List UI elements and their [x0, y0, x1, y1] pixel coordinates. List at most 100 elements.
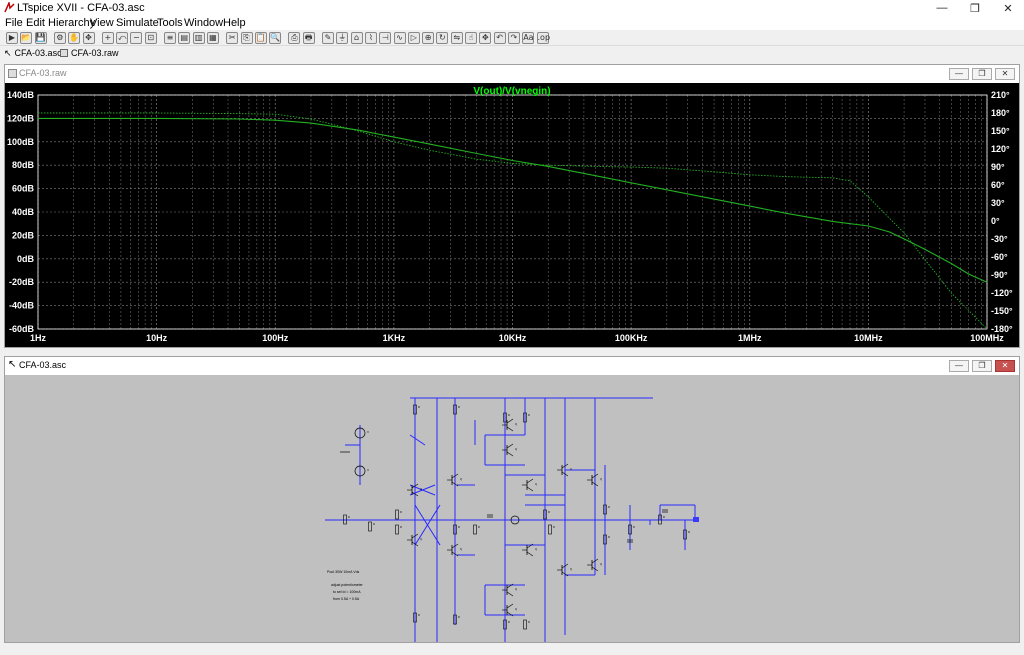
autorange-icon[interactable]: ≡	[164, 32, 176, 44]
ground-icon[interactable]: ⏚	[336, 32, 349, 44]
copy-icon[interactable]: ⎘	[240, 32, 253, 44]
schematic-restore-button[interactable]: ❐	[972, 360, 992, 372]
waveform-minimize-button[interactable]: —	[949, 68, 969, 80]
halt-icon[interactable]: ✋	[68, 32, 81, 44]
component-res[interactable]: R	[453, 404, 461, 415]
component-res[interactable]: R	[603, 504, 611, 515]
component-res[interactable]: R	[395, 524, 403, 535]
component-res[interactable]: R	[453, 524, 461, 535]
zoom-out-icon[interactable]: −	[130, 32, 143, 44]
paste-icon[interactable]: 📋	[254, 32, 267, 44]
component-source[interactable]: V	[354, 427, 369, 439]
pan-icon[interactable]: ✥	[82, 32, 95, 44]
component-pot[interactable]	[510, 515, 520, 525]
component-res[interactable]: R	[413, 404, 421, 415]
mirror-icon[interactable]: ⇋	[450, 32, 463, 44]
tile-horizontal-icon[interactable]: ▤	[178, 32, 191, 44]
menu-hierarchy[interactable]: Hierarchy	[48, 17, 96, 29]
component-res[interactable]: R	[503, 619, 511, 630]
magnitude-trace[interactable]	[38, 117, 988, 283]
component-res[interactable]: R	[523, 412, 531, 423]
component-bjt[interactable]: Q	[407, 533, 422, 547]
component-bjt[interactable]: Q	[557, 563, 572, 577]
component-bjt[interactable]: Q	[502, 443, 517, 457]
component-res[interactable]: R	[343, 514, 351, 525]
component-res[interactable]: R	[628, 524, 636, 535]
spice-directive-icon[interactable]: .op	[536, 32, 551, 44]
tab-waveform[interactable]: CFA-03.raw	[60, 47, 119, 59]
zoom-fit-icon[interactable]: ⊡	[144, 32, 157, 44]
restore-button[interactable]: ❐	[970, 2, 980, 15]
menu-tools[interactable]: Tools	[157, 17, 183, 29]
redo-icon[interactable]: ↷	[507, 32, 520, 44]
schematic-notes[interactable]: Pout 30W 10mA Vds adjust potentiometer t…	[327, 570, 364, 601]
component-res[interactable]: R	[453, 614, 461, 625]
find-icon[interactable]: 🔍	[269, 32, 282, 44]
component-bjt[interactable]: Q	[407, 483, 422, 497]
tile-vertical-icon[interactable]: ▥	[192, 32, 205, 44]
component-bjt[interactable]: Q	[502, 603, 517, 617]
move-icon[interactable]: ✥	[479, 32, 492, 44]
waveform-restore-button[interactable]: ❐	[972, 68, 992, 80]
close-button[interactable]: ✕	[1003, 2, 1013, 15]
text-icon[interactable]: Aa	[522, 32, 535, 44]
component-res[interactable]: R	[368, 521, 376, 532]
run-icon[interactable]: ▶	[6, 32, 18, 44]
trace-label[interactable]: V(out)/V(vnegin)	[473, 86, 550, 97]
component-icon[interactable]: ⊕	[422, 32, 435, 44]
component-bjt[interactable]: Q	[502, 418, 517, 432]
label-net-icon[interactable]: ⌂	[350, 32, 363, 44]
component-bjt[interactable]: Q	[502, 583, 517, 597]
zoom-in-icon[interactable]: +	[101, 32, 114, 44]
component-bjt[interactable]: Q	[587, 558, 602, 572]
capacitor-icon[interactable]: ⊣	[379, 32, 392, 44]
print-setup-icon[interactable]: ⎙	[288, 32, 301, 44]
menu-help[interactable]: Help	[223, 17, 246, 29]
open-icon[interactable]: 📂	[20, 32, 33, 44]
schematic-close-button[interactable]: ✕	[995, 360, 1015, 372]
diode-icon[interactable]: ▷	[407, 32, 420, 44]
component-res[interactable]: R	[658, 514, 666, 525]
cascade-icon[interactable]: ▦	[206, 32, 219, 44]
menu-window[interactable]: Window	[184, 17, 224, 29]
component-cap[interactable]	[487, 514, 493, 518]
print-icon[interactable]: 🖶	[302, 32, 315, 44]
cut-icon[interactable]: ✂	[226, 32, 239, 44]
component-bjt[interactable]: Q	[447, 473, 462, 487]
tab-schematic[interactable]: ↖ CFA-03.asc	[4, 47, 62, 59]
component-res[interactable]: R	[395, 509, 403, 520]
component-bjt[interactable]: Q	[522, 543, 537, 557]
component-res[interactable]: R	[523, 619, 531, 630]
draw-wire-icon[interactable]: ✎	[322, 32, 334, 44]
component-res[interactable]: R	[473, 524, 481, 535]
menu-edit[interactable]: Edit	[26, 17, 45, 29]
minimize-button[interactable]: —	[936, 2, 948, 14]
undo-icon[interactable]: ↶	[493, 32, 506, 44]
component-bjt[interactable]: Q	[447, 543, 462, 557]
schematic-minimize-button[interactable]: —	[949, 360, 969, 372]
save-icon[interactable]: 💾	[34, 32, 47, 44]
output-port-marker[interactable]	[693, 517, 699, 522]
rotate-icon[interactable]: ↻	[436, 32, 449, 44]
component-source[interactable]: V	[354, 465, 369, 477]
component-cap[interactable]	[627, 539, 633, 543]
inductor-icon[interactable]: ∿	[393, 32, 406, 44]
waveform-close-button[interactable]: ✕	[995, 68, 1015, 80]
control-panel-icon[interactable]: ⚙	[53, 32, 66, 44]
component-res[interactable]: R	[543, 509, 551, 520]
component-cap[interactable]	[662, 509, 668, 513]
phase-trace[interactable]	[38, 112, 988, 330]
component-res[interactable]: R	[548, 524, 556, 535]
menu-view[interactable]: View	[90, 17, 114, 29]
component-bjt[interactable]: Q	[522, 478, 537, 492]
component-res[interactable]: R	[413, 612, 421, 623]
menu-file[interactable]: File	[5, 17, 23, 29]
drag-icon[interactable]: ☝	[465, 32, 477, 44]
menu-simulate[interactable]: Simulate	[116, 17, 159, 29]
zoom-back-icon[interactable]: ⤺	[116, 32, 129, 44]
component-bjt[interactable]: Q	[587, 473, 602, 487]
resistor-icon[interactable]: ⌇	[364, 32, 377, 44]
